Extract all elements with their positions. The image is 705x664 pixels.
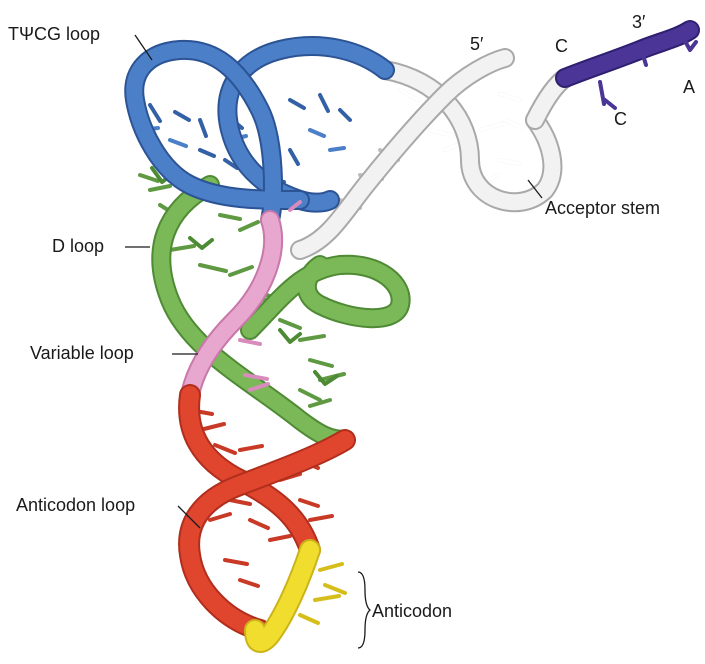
acceptor-stem-leader	[527, 179, 543, 199]
tpsicg-loop-leader	[134, 34, 153, 61]
variable-loop-label: Variable loop	[30, 343, 134, 363]
label-anticodon: Anticodon	[357, 571, 452, 649]
anticodon-region	[244, 539, 347, 653]
a-end-label: A	[683, 77, 695, 97]
cca-end-region	[555, 20, 700, 110]
label-anticodon-loop: Anticodon loop	[16, 495, 201, 529]
label-variable-loop: Variable loop	[30, 343, 198, 363]
d-loop-region	[138, 166, 411, 450]
anticodon-loop-leader	[177, 505, 201, 529]
anticodon-stem-region	[178, 384, 356, 641]
c-upper-label: C	[555, 36, 568, 56]
label-d-loop: D loop	[52, 236, 150, 256]
d-loop-bases	[138, 166, 346, 408]
label-acceptor-stem: Acceptor stem	[527, 179, 660, 218]
label-tpsicg-loop: TΨCG loop	[8, 24, 153, 61]
acceptor-stem-label: Acceptor stem	[545, 198, 660, 218]
tpsicg-loop-label: TΨCG loop	[8, 24, 100, 44]
anticodon-brace	[357, 571, 372, 649]
c-lower-label: C	[614, 109, 627, 129]
five-prime-label: 5′	[470, 34, 484, 54]
acceptor-stem-region	[290, 48, 575, 260]
tpsicg-loop-region	[124, 36, 395, 230]
anticodon-label: Anticodon	[372, 601, 452, 621]
anticodon-loop-label: Anticodon loop	[16, 495, 135, 515]
d-loop-label: D loop	[52, 236, 104, 256]
three-prime-label: 3′	[632, 12, 646, 32]
variable-loop-region	[180, 200, 302, 405]
